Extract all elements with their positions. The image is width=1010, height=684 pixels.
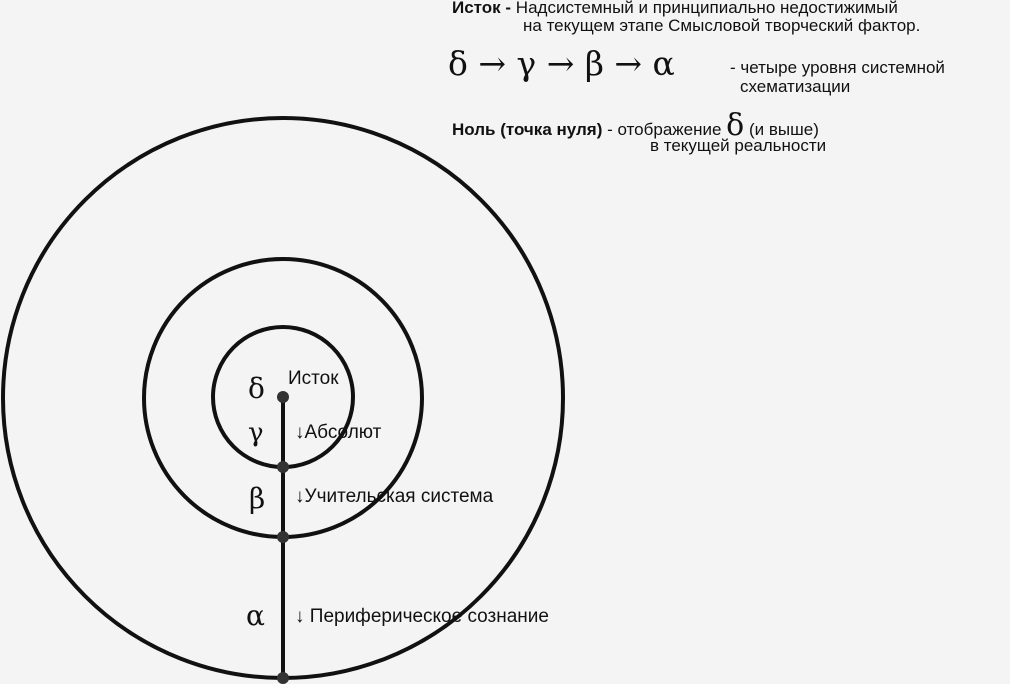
- down-arrow-icon: ↓: [295, 606, 305, 627]
- zero-line-2: в текущей реальности: [650, 136, 827, 155]
- greek-gamma: γ: [248, 418, 264, 448]
- label-absolute: Абсолют: [304, 422, 382, 443]
- zero-term: Ноль (точка нуля): [452, 120, 603, 139]
- zero-desc-b: (и выше): [748, 120, 819, 139]
- point-middle: [277, 531, 289, 543]
- chain-description-2: схематизации: [740, 77, 851, 96]
- level-gamma-label: ↓Абсолют: [295, 423, 381, 442]
- down-arrow-icon: ↓: [295, 486, 305, 507]
- greek-beta: β: [249, 482, 266, 515]
- source-definition: Исток - Надсистемный и принципиально нед…: [452, 0, 898, 17]
- greek-alpha: α: [246, 599, 265, 632]
- point-outer: [277, 672, 289, 684]
- label-teacher-system: Учительская система: [304, 486, 494, 507]
- down-arrow-icon: ↓: [295, 422, 305, 443]
- source-term: Исток -: [452, 0, 512, 17]
- greek-delta: δ: [248, 372, 265, 405]
- source-point: [277, 391, 289, 403]
- point-inner: [277, 461, 289, 473]
- chain-description-1: - четыре уровня системной: [730, 58, 945, 77]
- zero-symbol: δ: [726, 108, 745, 143]
- label-peripheral-consciousness: Периферическое сознание: [309, 606, 549, 627]
- level-chain: δ → γ → β → α: [448, 44, 675, 83]
- zero-definition: Ноль (точка нуля) - отображение δ (и выш…: [452, 111, 819, 141]
- source-line-2: на текущем этапе Смысловой творческий фа…: [523, 16, 921, 35]
- label-source: Исток: [288, 368, 339, 389]
- level-beta-label: ↓Учительская система: [295, 487, 493, 506]
- source-line-1: Надсистемный и принципиально недостижимы…: [515, 0, 898, 17]
- level-alpha-label: ↓ Периферическое сознание: [295, 607, 549, 626]
- zero-desc-a: - отображение: [607, 120, 722, 139]
